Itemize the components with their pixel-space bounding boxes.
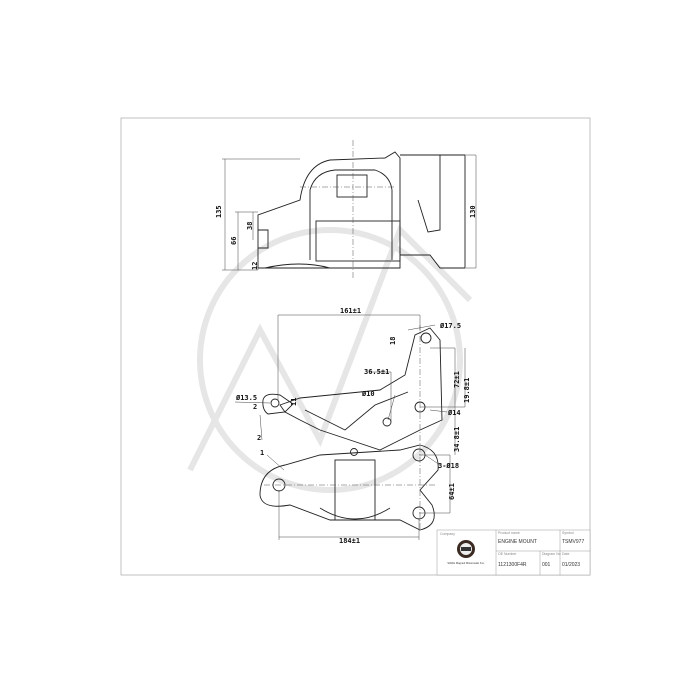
dim-36-5: 36.5±1 (364, 368, 389, 376)
dim-161: 161±1 (340, 307, 361, 315)
dim-184: 184±1 (339, 537, 360, 545)
company-logo (457, 540, 475, 558)
dim-dia-14: Ø14 (447, 409, 461, 417)
part-label-1: 1 (260, 449, 264, 457)
dim-18: 18 (389, 337, 397, 345)
oe-number-label: OE Number (498, 552, 517, 556)
dim-dia-13-5: Ø13.5 (235, 394, 257, 402)
company-text: SWAG Magneti Motorowski S.A. (447, 561, 485, 565)
symbol: TSMV977 (562, 539, 584, 545)
dim-34-8: 34.8±1 (453, 427, 461, 452)
symbol-label: Symbol (562, 531, 574, 535)
dim-dia-10: Ø10 (361, 390, 375, 398)
dim-64: 64±1 (448, 483, 456, 500)
date: 01/2023 (562, 562, 580, 568)
dim-135: 135 (215, 205, 223, 218)
dim-38: 38 (246, 222, 254, 230)
dim-130: 130 (469, 205, 477, 218)
product-name: ENGINE MOUNT (498, 539, 537, 545)
bottom-view: 161±1 Ø17.5 18 36.5±1 72±1 19.8±1 Ø13.5 … (234, 307, 471, 545)
diagram-no-label: Diagram No (542, 552, 561, 556)
diagram-no: 001 (542, 562, 551, 568)
dim-12: 12 (251, 262, 259, 270)
product-name-label: Product name (498, 531, 520, 535)
watermark-logo (187, 224, 473, 493)
dim-66: 66 (230, 237, 238, 245)
dim-dia-17-5: Ø17.5 (439, 322, 461, 330)
dim-11: 11 (290, 398, 298, 406)
sheet-frame (120, 117, 591, 576)
part-label-2: 2 (257, 434, 261, 442)
dim-2: 2 (253, 403, 257, 411)
top-view: 135 66 38 12 130 (215, 140, 477, 280)
dim-3-holes: 3-Ø18 (438, 462, 459, 470)
oe-number: 1121300F4R (498, 562, 527, 568)
title-block: Company SWAG Magneti Motorowski S.A. Pro… (436, 529, 591, 576)
date-label: Date (562, 552, 569, 556)
company-label: Company (440, 532, 455, 536)
dim-19-8: 19.8±1 (463, 378, 471, 403)
dim-72: 72±1 (453, 371, 461, 388)
